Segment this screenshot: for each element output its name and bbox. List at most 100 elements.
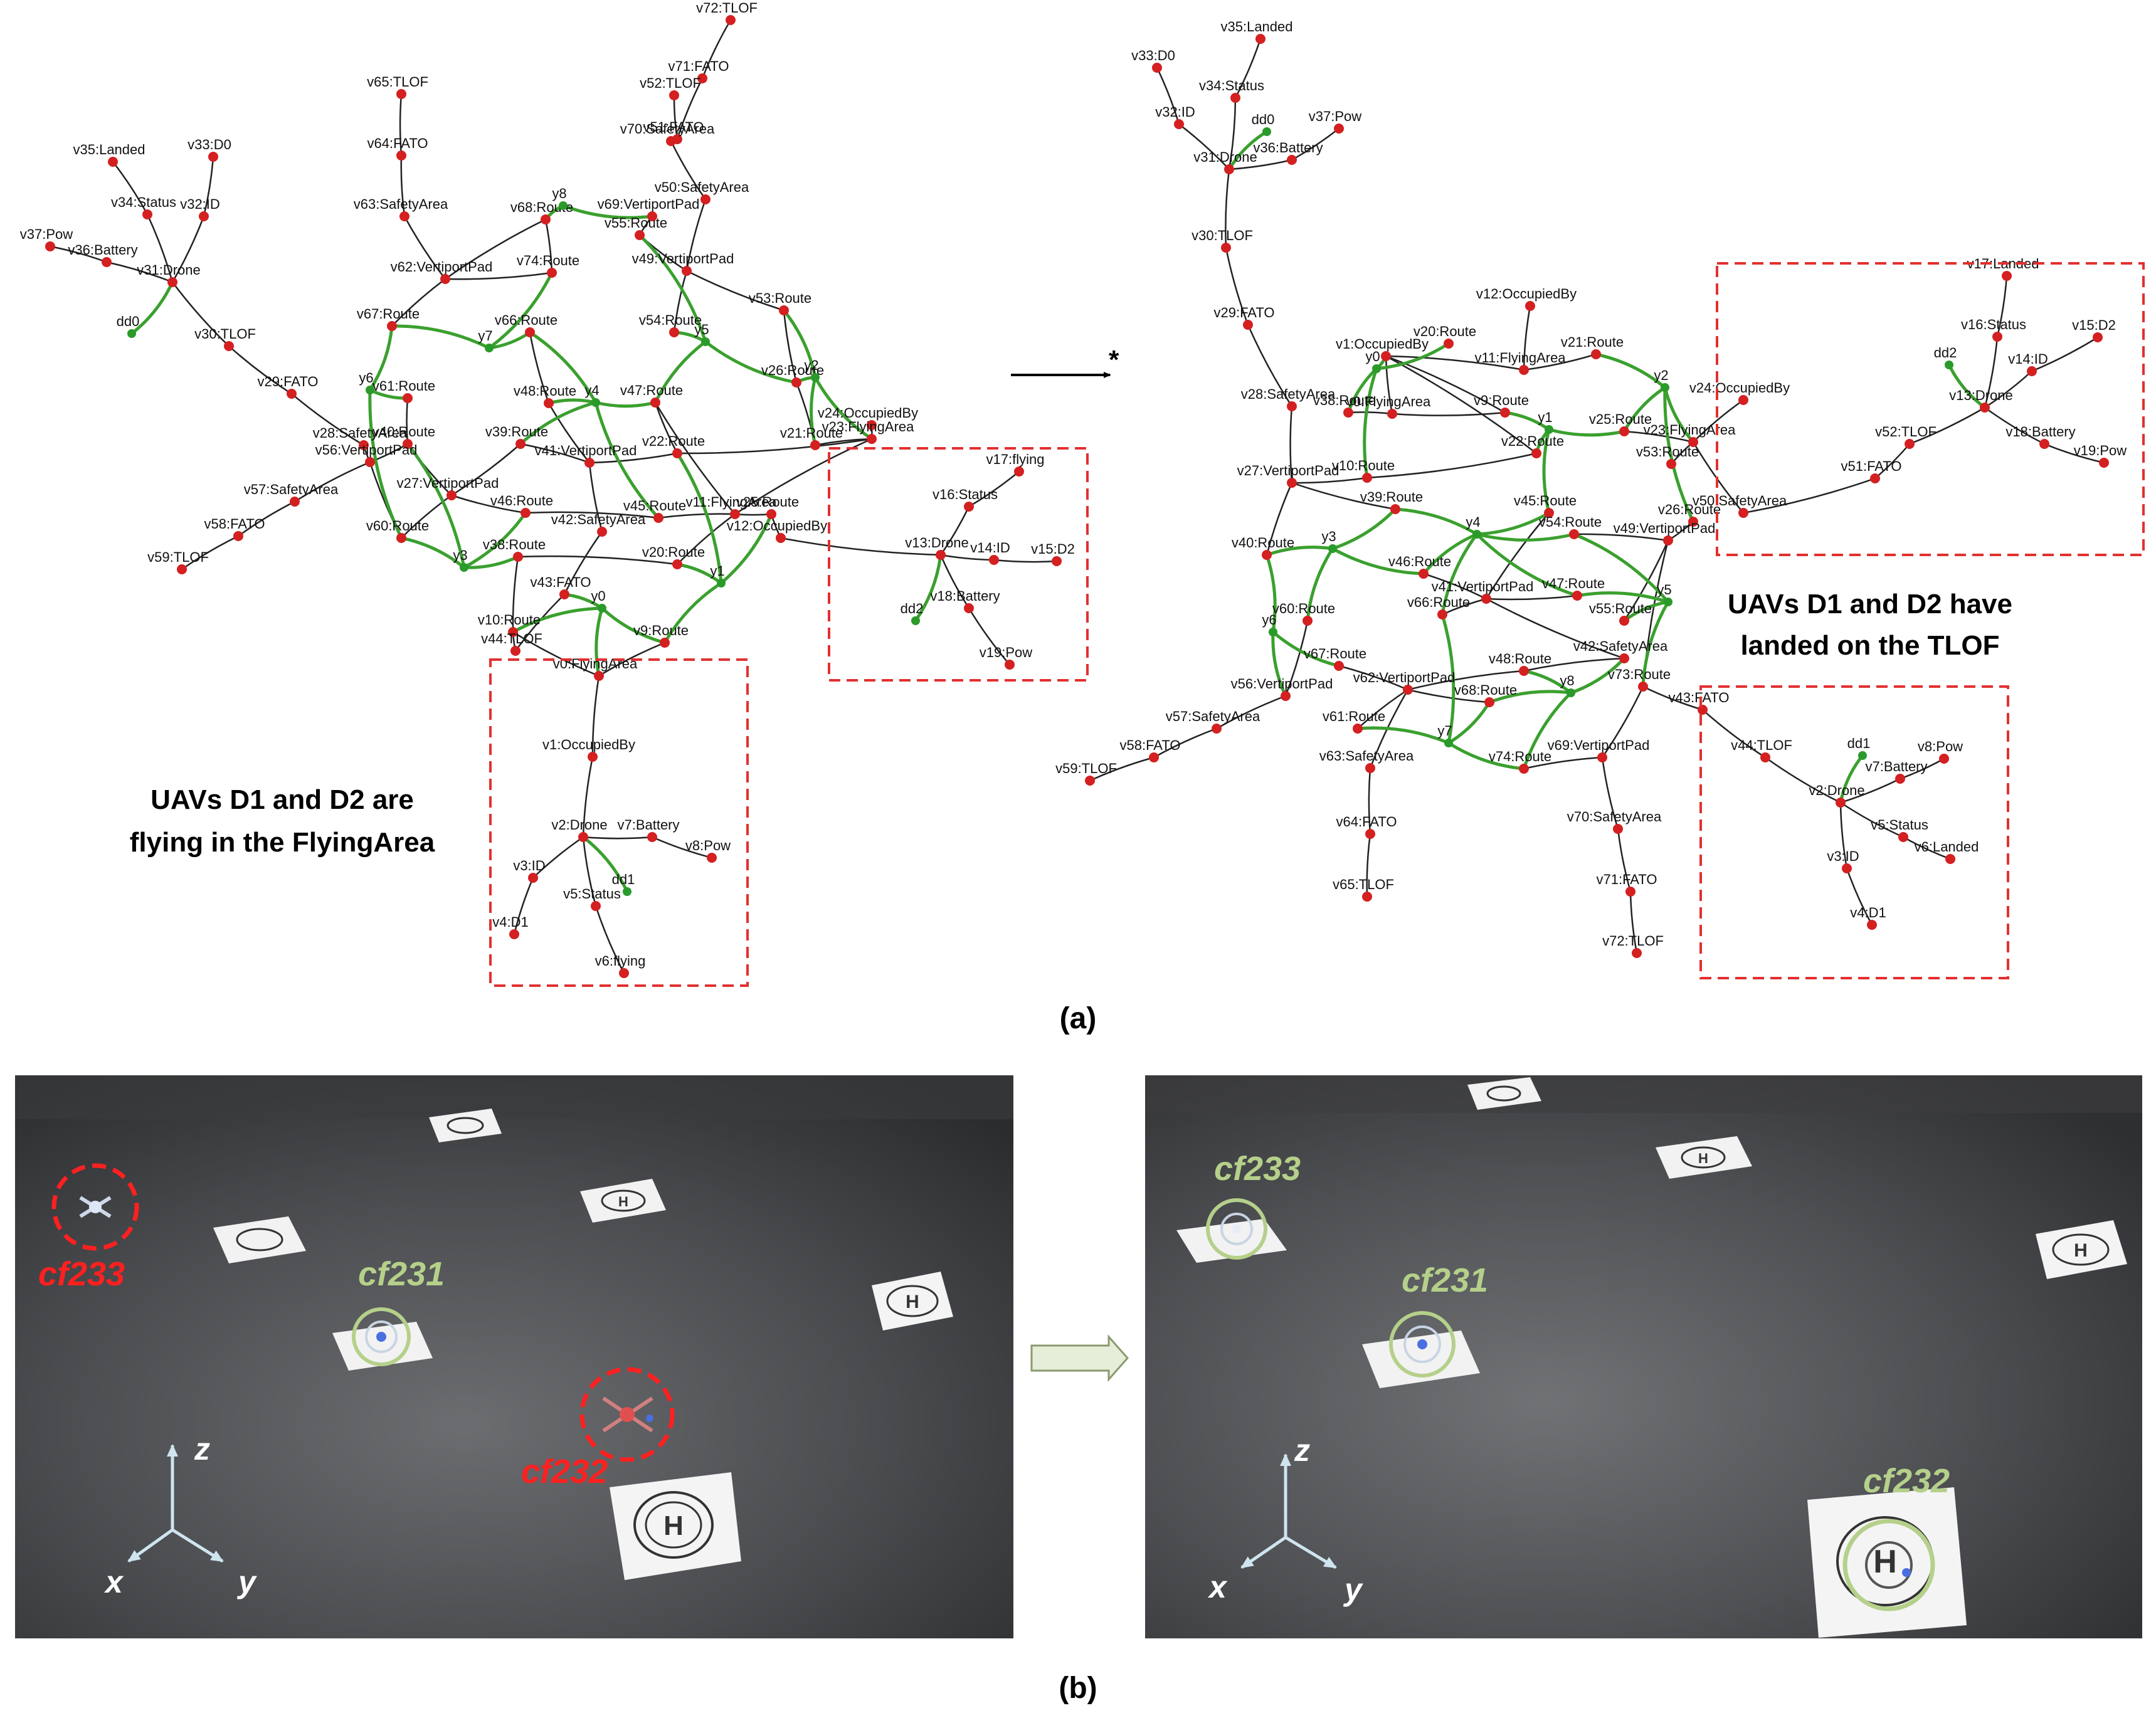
axis-x-left: x — [103, 1564, 124, 1599]
caption-left-line2: flying in the FlyingArea — [130, 827, 435, 858]
left-label-v71: v71:FATO — [668, 58, 729, 74]
left-node-v64 — [396, 150, 406, 161]
left-label-v54: v54:Route — [639, 312, 702, 328]
right-label-v61: v61:Route — [1323, 709, 1385, 724]
right-label-v67: v67:Route — [1304, 646, 1366, 661]
right-node-v19 — [2099, 458, 2109, 468]
left-node-v46 — [521, 508, 531, 518]
left-edge-v5-v6 — [594, 905, 625, 974]
right-label-v10: v10:Route — [1332, 458, 1395, 473]
right-node-v62 — [1403, 685, 1413, 695]
right-node-v57 — [1212, 724, 1222, 734]
left-match-edge-y2-v21 — [810, 377, 817, 446]
left-label-y2: y2 — [804, 357, 818, 373]
left-edge-v27-v39 — [451, 443, 521, 497]
right-node-y4 — [1472, 530, 1481, 539]
right-edge-v3-v4 — [1846, 868, 1873, 925]
left-label-v37: v37:Pow — [20, 226, 73, 242]
left-label-v27: v27:VertiportPad — [397, 475, 499, 491]
right-match-edge-y6-v56 — [1271, 631, 1287, 697]
left-match-edge-y6-v67 — [368, 325, 394, 391]
left-label-v7: v7:Battery — [617, 817, 679, 833]
left-edge-v29-v28 — [291, 393, 364, 446]
right-edge-v41-v46 — [1423, 572, 1487, 600]
right-edge-v10-v22 — [1366, 452, 1537, 479]
right-match-edge-y1-v45 — [1542, 429, 1551, 514]
right-label-v12: v12:OccupiedBy — [1476, 286, 1577, 302]
left-label-v19: v19:Pow — [980, 645, 1032, 660]
right-node-v27 — [1287, 478, 1297, 488]
left-node-v21 — [810, 440, 820, 450]
left-edge-v47-v22 — [654, 402, 679, 454]
left-label-v45: v45:Route — [623, 498, 686, 514]
axis-y-left: y — [236, 1564, 257, 1599]
left-label-v51: v51:FATO — [643, 119, 704, 135]
svg-text:H: H — [1698, 1151, 1708, 1166]
left-label-v21: v21:Route — [780, 425, 843, 441]
left-edge-v31-v32 — [171, 216, 205, 283]
right-label-v58: v58:FATO — [1119, 737, 1180, 753]
left-edge-v32-v33 — [203, 156, 214, 217]
left-edge-v58-v59 — [181, 535, 239, 571]
right-match-edge-y0-v20 — [1376, 342, 1450, 371]
right-label-v34: v34:Status — [1199, 78, 1264, 93]
drone-ring-cf233-left — [51, 1163, 139, 1251]
right-node-v73 — [1638, 682, 1648, 692]
right-label-dd1: dd1 — [1847, 735, 1871, 751]
left-node-v60 — [396, 533, 406, 543]
left-match-edge-dd1-v2 — [582, 836, 629, 893]
left-label-v6: v6:flying — [595, 953, 646, 969]
left-edge-v9-v0 — [598, 641, 665, 677]
right-label-v73: v73:Route — [1608, 667, 1671, 682]
right-match-edge-y3-v40 — [1266, 545, 1333, 557]
right-node-y6 — [1269, 628, 1277, 636]
right-label-v35: v35:Landed — [1221, 19, 1293, 34]
left-node-v44 — [510, 646, 521, 656]
right-node-v60 — [1303, 616, 1313, 626]
right-label-v24: v24:OccupiedBy — [1689, 380, 1790, 396]
right-edge-v0-v9 — [1392, 411, 1506, 416]
left-node-v1 — [588, 752, 598, 762]
right-match-edge-y7-v68 — [1447, 701, 1491, 745]
left-node-dd2 — [911, 616, 920, 625]
left-node-v20 — [672, 559, 682, 569]
left-edge-v30-v29 — [228, 345, 292, 395]
right-edge-v32-v33 — [1156, 67, 1180, 125]
right-label-v16: v16:Status — [1961, 317, 2026, 332]
right-edge-v30-v29 — [1225, 247, 1249, 325]
left-edge-v34-v35 — [112, 161, 149, 215]
left-edge-v56-v57 — [294, 461, 371, 503]
right-match-edge-y7-v74 — [1447, 741, 1525, 771]
left-edge-v70-v50 — [670, 140, 707, 200]
right-label-v66: v66:Route — [1407, 594, 1470, 610]
left-match-edge-y7-v66 — [489, 330, 531, 350]
right-node-v1 — [1381, 351, 1391, 361]
left-label-v25: v25:Route — [736, 494, 799, 510]
right-edge-v2-v7 — [1840, 777, 1901, 804]
pad-r2: H — [1656, 1136, 1752, 1179]
right-node-v40 — [1262, 550, 1272, 560]
left-edge-v18-v19 — [968, 608, 1010, 665]
left-match-edge-y4-v48 — [548, 398, 596, 405]
right-edge-v69-v70 — [1601, 757, 1619, 830]
left-node-v69 — [647, 211, 657, 221]
left-node-v29 — [287, 389, 297, 399]
right-node-v24 — [1738, 395, 1748, 405]
left-node-y8 — [559, 201, 568, 210]
right-label-y0: y0 — [1365, 349, 1380, 364]
pad-r1 — [1467, 1077, 1541, 1110]
left-label-v29: v29:FATO — [257, 374, 318, 389]
photo-right: H H H cf233 cf231 — [1145, 1075, 2142, 1638]
right-edge-v29-v28 — [1247, 324, 1293, 407]
right-match-edge-y4-v66 — [1440, 533, 1479, 615]
right-node-v38 — [1343, 408, 1353, 418]
right-edge-v28-v27 — [1289, 406, 1293, 483]
left-label-v55: v55:Route — [605, 215, 667, 231]
right-label-dd2: dd2 — [1934, 345, 1957, 361]
left-label-y8: y8 — [552, 186, 566, 201]
right-node-v22 — [1531, 448, 1541, 458]
left-node-v56 — [365, 457, 375, 467]
left-edge-v68-v62 — [445, 218, 546, 280]
right-label-v14: v14:ID — [2008, 351, 2048, 367]
photo-transition-arrow — [1030, 1334, 1129, 1382]
